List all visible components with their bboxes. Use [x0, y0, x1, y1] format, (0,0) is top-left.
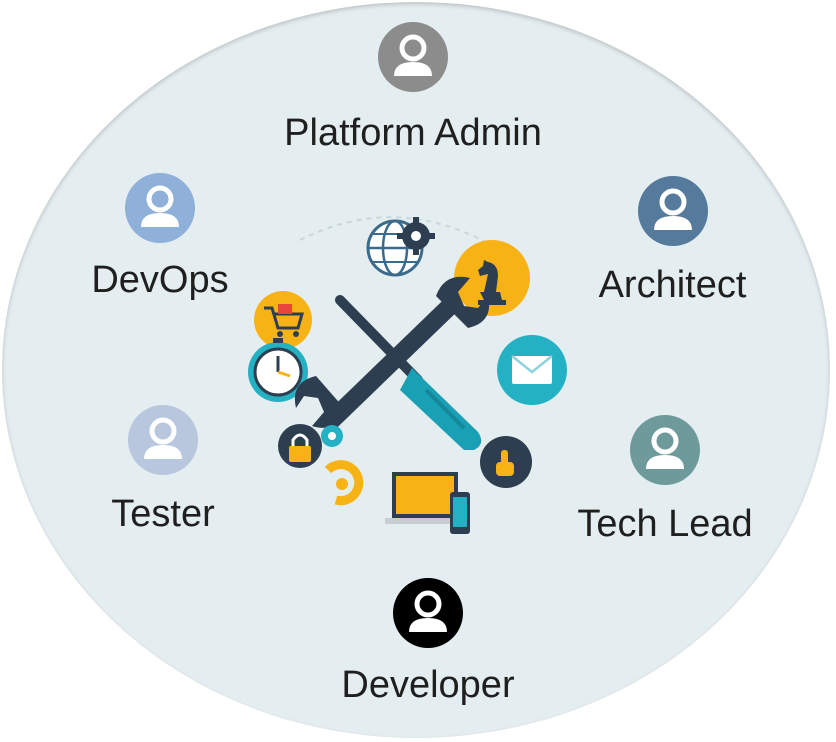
role-devops: DevOps — [80, 173, 240, 299]
clock-icon — [248, 338, 308, 402]
touch-icon — [480, 436, 532, 488]
role-label: DevOps — [91, 259, 229, 301]
user-icon — [630, 415, 700, 485]
user-icon — [393, 578, 463, 648]
shopping-cart-icon — [254, 291, 312, 349]
mail-icon — [497, 335, 567, 405]
role-label: Architect — [598, 264, 747, 306]
role-label: Tech Lead — [577, 503, 753, 545]
role-platform-admin: Platform Admin — [258, 22, 568, 152]
role-label: Tester — [111, 493, 215, 535]
laptop-phone-icon — [385, 472, 470, 534]
user-icon — [637, 176, 708, 246]
chess-knight-icon — [454, 240, 530, 316]
role-label: Developer — [341, 664, 515, 706]
screwdriver-icon — [335, 295, 482, 450]
wrench-icon — [294, 276, 490, 429]
gear-icon — [321, 425, 364, 506]
user-icon — [378, 22, 448, 92]
lock-icon — [278, 424, 322, 468]
role-label: Platform Admin — [284, 112, 542, 154]
user-icon — [128, 405, 198, 475]
role-architect: Architect — [580, 176, 765, 304]
role-tester: Tester — [93, 405, 233, 533]
globe-gear-icon — [366, 217, 435, 277]
role-developer: Developer — [318, 578, 538, 704]
tools-illustration — [240, 200, 570, 540]
role-tech-lead: Tech Lead — [565, 415, 765, 543]
user-icon — [125, 173, 195, 243]
